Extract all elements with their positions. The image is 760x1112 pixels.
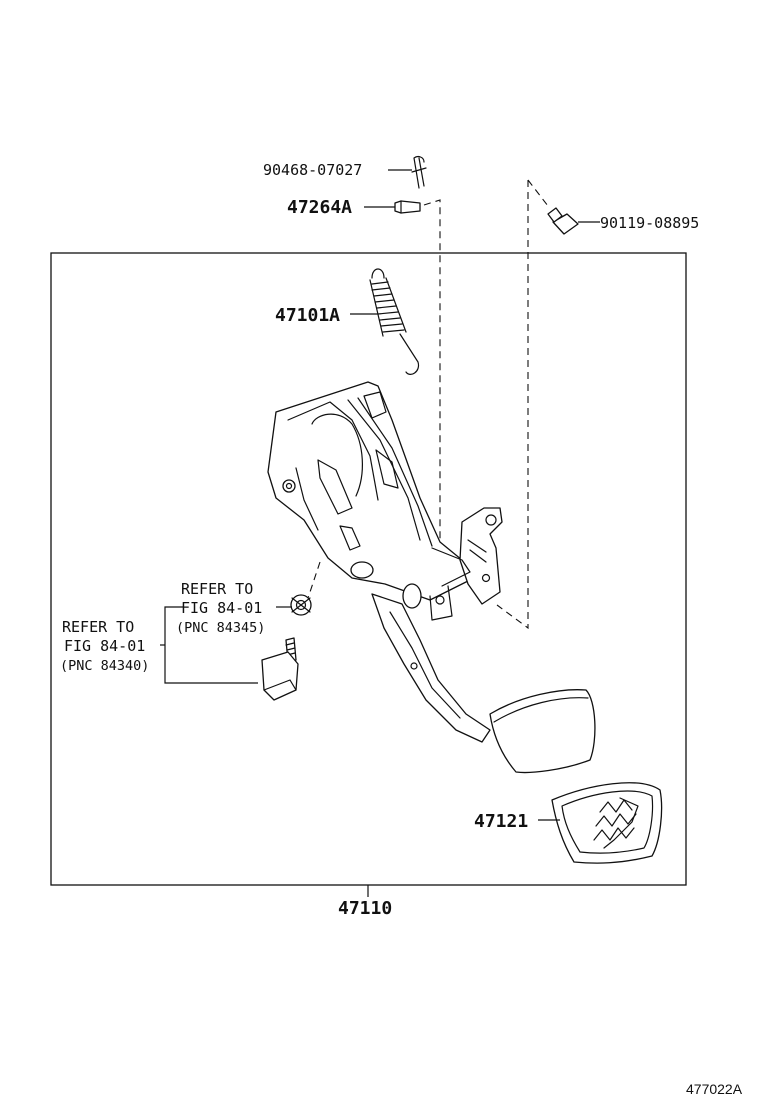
clevis-pin-icon	[394, 200, 421, 214]
pedal-pad-icon	[551, 782, 663, 864]
ref-upper-line1: REFER TO	[181, 580, 253, 598]
part-label-spring: 47101A	[275, 305, 340, 326]
bolt-icon	[547, 207, 579, 235]
ref-lower-line3: (PNC 84340)	[60, 658, 149, 674]
part-label-assembly: 47110	[338, 898, 392, 919]
return-spring-icon	[369, 268, 420, 375]
diagram-id: 477022A	[686, 1081, 743, 1097]
stop-lamp-switch-icon	[261, 637, 299, 701]
part-label-clip: 90468-07027	[263, 161, 362, 179]
alignment-line-bolt	[496, 179, 549, 630]
ref-upper-line3: (PNC 84345)	[176, 620, 265, 636]
ref-upper-line2: FIG 84-01	[181, 599, 262, 617]
alignment-line-pin	[423, 199, 441, 548]
pedal-bracket-icon	[267, 381, 596, 774]
alignment-line-switch	[307, 561, 321, 599]
clip-part-icon	[411, 156, 427, 189]
part-label-pad: 47121	[474, 811, 528, 832]
ref-bracket-line	[164, 606, 258, 684]
part-label-bolt: 90119-08895	[600, 214, 699, 232]
part-label-pin: 47264A	[287, 197, 352, 218]
ref-lower-line2: FIG 84-01	[64, 637, 145, 655]
switch-clip-icon	[290, 594, 312, 616]
ref-lower-line1: REFER TO	[62, 618, 134, 636]
